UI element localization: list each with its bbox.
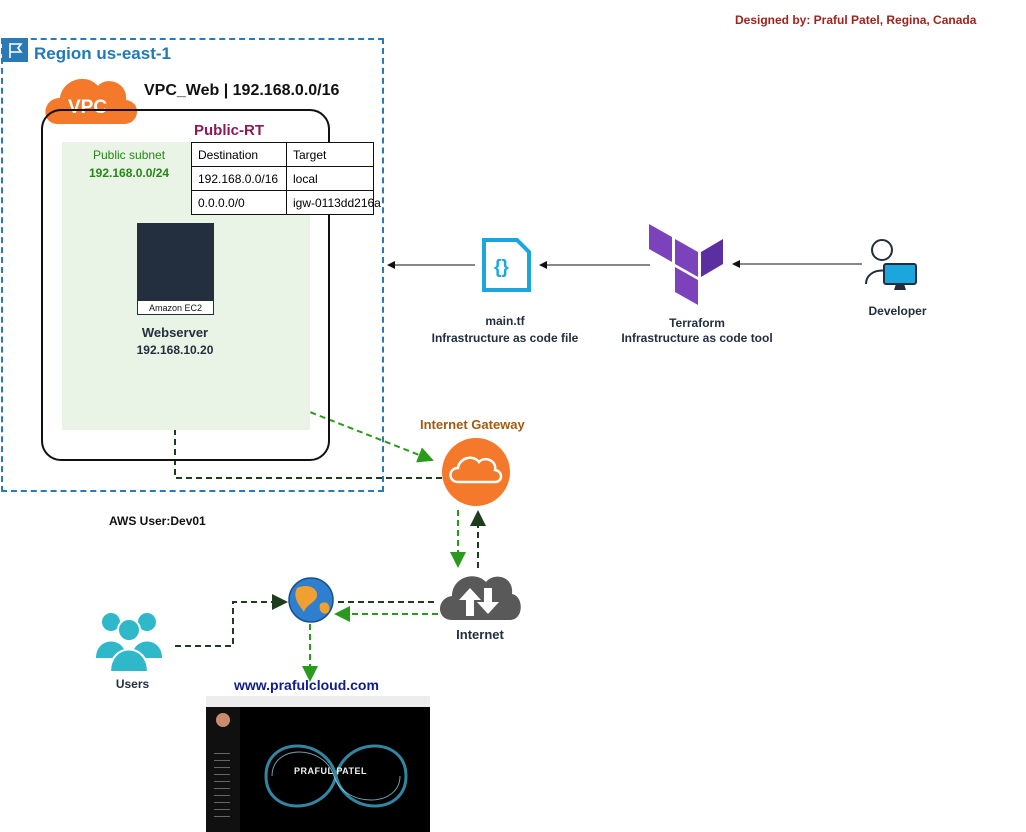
webserver-title: Webserver bbox=[141, 325, 209, 340]
sidebar-menu-lines bbox=[214, 747, 230, 817]
route-table-header: Destination Target bbox=[191, 142, 374, 167]
route-table-header-target: Target bbox=[286, 142, 374, 167]
flag-icon bbox=[2, 38, 28, 62]
website-hero-art bbox=[264, 744, 408, 808]
website-browser-bar bbox=[206, 696, 430, 707]
maintf-desc: Infrastructure as code file bbox=[431, 331, 579, 345]
route-table-header-destination: Destination bbox=[191, 142, 287, 167]
ec2-instance-icon bbox=[137, 223, 214, 315]
aws-user-label: AWS User:Dev01 bbox=[109, 514, 206, 528]
internet-cloud-icon bbox=[440, 576, 521, 620]
users-icon bbox=[96, 613, 162, 673]
route-table-title: Public-RT bbox=[194, 122, 264, 139]
internet-gateway-icon bbox=[442, 438, 510, 506]
website-sidebar bbox=[206, 707, 240, 832]
website-label: www.prafulcloud.com bbox=[234, 677, 379, 693]
avatar bbox=[216, 713, 230, 727]
website-screenshot: PRAFUL PATEL bbox=[206, 696, 430, 832]
users-label: Users bbox=[115, 677, 150, 691]
website-hero-title: PRAFUL PATEL bbox=[294, 766, 367, 776]
svg-text:{}: {} bbox=[494, 257, 509, 278]
ec2-caption: Amazon EC2 bbox=[137, 300, 214, 315]
route-table: Destination Target 192.168.0.0/16 local … bbox=[191, 142, 381, 215]
route-destination: 0.0.0.0/0 bbox=[191, 190, 287, 215]
route-table-row: 0.0.0.0/0 igw-0113dd216a bbox=[191, 190, 381, 215]
internet-gateway-label: Internet Gateway bbox=[420, 417, 525, 432]
arrow-users-to-globe bbox=[175, 594, 288, 647]
vpc-cloud-icon: VPC bbox=[45, 78, 138, 124]
designer-credit: Designed by: Praful Patel, Regina, Canad… bbox=[735, 13, 977, 27]
vpc-icon-text: VPC bbox=[68, 97, 107, 118]
terraform-name: Terraform bbox=[669, 316, 725, 330]
terraform-desc: Infrastructure as code tool bbox=[621, 331, 773, 345]
iac-file-icon: {} bbox=[482, 238, 531, 292]
webserver-ip: 192.168.10.20 bbox=[136, 343, 214, 357]
vpc-label: VPC_Web | 192.168.0.0/16 bbox=[144, 82, 340, 99]
route-target: igw-0113dd216a bbox=[286, 190, 381, 215]
route-destination: 192.168.0.0/16 bbox=[191, 166, 287, 191]
terraform-icon bbox=[649, 224, 723, 305]
route-table-row: 192.168.0.0/16 local bbox=[191, 166, 374, 191]
region-boundary bbox=[1, 38, 384, 492]
vpc-boundary bbox=[41, 109, 330, 461]
developer-icon bbox=[865, 239, 917, 290]
globe-icon bbox=[288, 577, 334, 623]
route-target: local bbox=[286, 166, 374, 191]
subnet-cidr: 192.168.0.0/24 bbox=[89, 166, 170, 180]
subnet-title: Public subnet bbox=[93, 148, 166, 162]
developer-label: Developer bbox=[868, 304, 927, 318]
maintf-name: main.tf bbox=[485, 314, 525, 328]
internet-label: Internet bbox=[456, 627, 504, 642]
region-label: Region us-east-1 bbox=[34, 44, 171, 63]
